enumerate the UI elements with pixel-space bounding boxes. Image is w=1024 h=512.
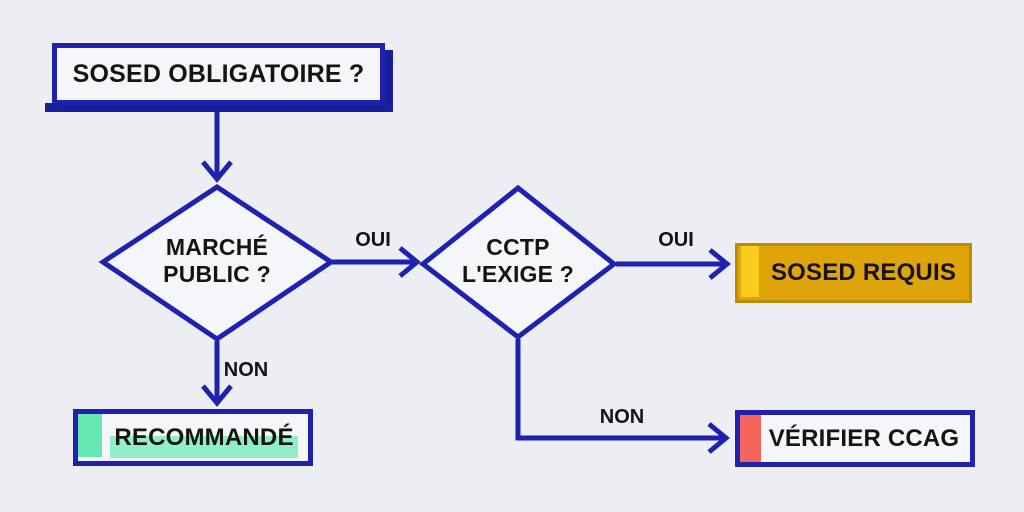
decision-cctp-label: CCTP L'EXIGE ? — [428, 234, 608, 288]
decision-marche-line1: MARCHÉ — [165, 234, 269, 260]
outcome-recommande-label: RECOMMANDÉ — [114, 423, 294, 451]
edge-label-marche-oui: OUI — [355, 229, 391, 251]
outcome-verifier-ccag-label: VÉRIFIER CCAG — [768, 424, 960, 452]
arrow-head — [201, 160, 233, 183]
decision-marche-public-shape — [98, 184, 336, 343]
decision-cctp-line2: L'EXIGE ? — [461, 261, 575, 287]
arrow-start-to-marche — [201, 108, 233, 183]
decision-cctp-shape — [418, 184, 619, 341]
decision-marche-line2: PUBLIC ? — [163, 261, 271, 287]
decision-cctp-line1: CCTP — [486, 234, 550, 260]
arrow-head — [398, 246, 421, 278]
node-start: SOSED OBLIGATOIRE ? — [45, 43, 385, 112]
mint-accent-bar — [78, 414, 102, 457]
edge-label-cctp-non: NON — [599, 406, 645, 428]
arrow-line — [515, 339, 723, 441]
outcome-sosed-requis: SOSED REQUIS — [735, 243, 972, 303]
arrow-marche-to-cctp — [332, 246, 421, 278]
arrow-head — [201, 384, 233, 407]
node-start-label: SOSED OBLIGATOIRE ? — [72, 59, 365, 88]
outcome-verifier-ccag: VÉRIFIER CCAG — [735, 410, 975, 467]
node-start-shadow-tab — [45, 103, 62, 112]
arrow-head — [707, 422, 730, 454]
arrow-cctp-to-ccag — [515, 339, 730, 454]
gold-accent-bar — [741, 246, 759, 297]
edge-label-marche-non: NON — [223, 359, 269, 381]
outcome-sosed-requis-label: SOSED REQUIS — [770, 259, 957, 286]
red-accent-bar — [740, 415, 761, 462]
edge-label-cctp-oui: OUI — [658, 229, 694, 251]
arrow-marche-to-recommande — [201, 341, 233, 407]
arrow-head — [708, 248, 731, 280]
outcome-recommande: RECOMMANDÉ — [73, 409, 313, 466]
decision-marche-public-label: MARCHÉ PUBLIC ? — [117, 234, 317, 288]
arrow-cctp-to-requis — [616, 248, 731, 280]
mint-highlight-band — [110, 436, 298, 458]
